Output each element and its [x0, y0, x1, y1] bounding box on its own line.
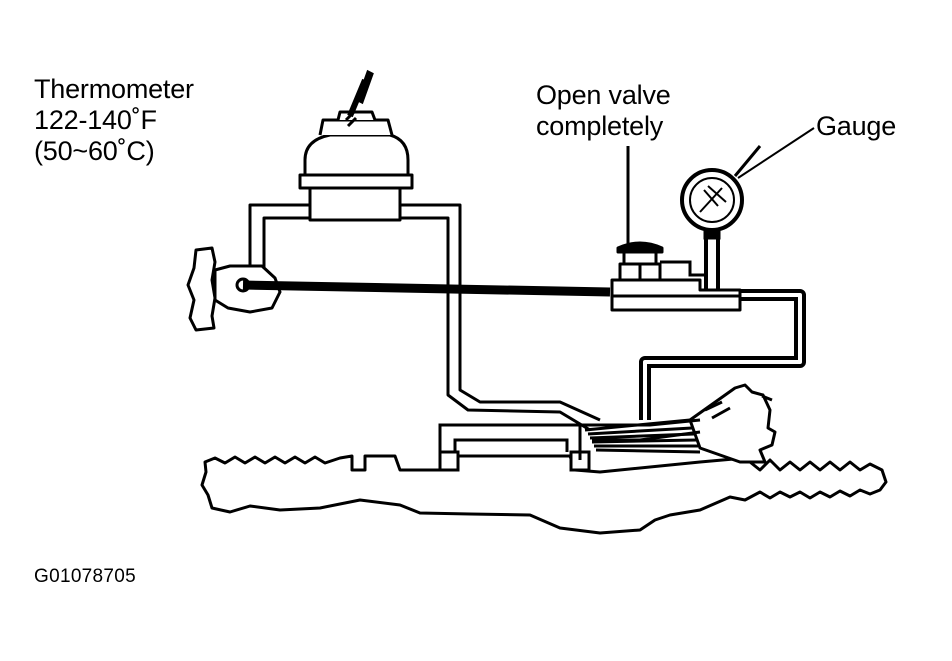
shutoff-valve [616, 146, 664, 282]
thermometer-label: Thermometer 122-140˚F (50~60˚C) [34, 74, 194, 167]
gauge-leader-line [737, 127, 815, 179]
thermometer-label-line-3: (50~60˚C) [34, 136, 155, 166]
valve-label: Open valve completely [536, 80, 671, 142]
figure-id: G01078705 [34, 566, 137, 587]
valve-label-line-2: completely [536, 111, 664, 141]
steering-rack [200, 454, 888, 535]
thermometer-label-line-2: 122-140˚F [34, 105, 157, 135]
thermometer-label-line-1: Thermometer [34, 74, 194, 104]
pump [186, 246, 282, 332]
manifold-block [610, 278, 742, 312]
pinion-valve-body [688, 383, 777, 464]
pressure-gauge [660, 145, 762, 290]
gauge-label: Gauge [816, 111, 897, 141]
reservoir-hoses [248, 203, 601, 432]
pressure-line [242, 280, 806, 420]
thermometer [344, 69, 374, 128]
valve-label-line-1: Open valve [536, 80, 671, 110]
hose-bundle [584, 418, 701, 454]
rack-fittings [438, 450, 591, 472]
reservoir [298, 110, 414, 222]
